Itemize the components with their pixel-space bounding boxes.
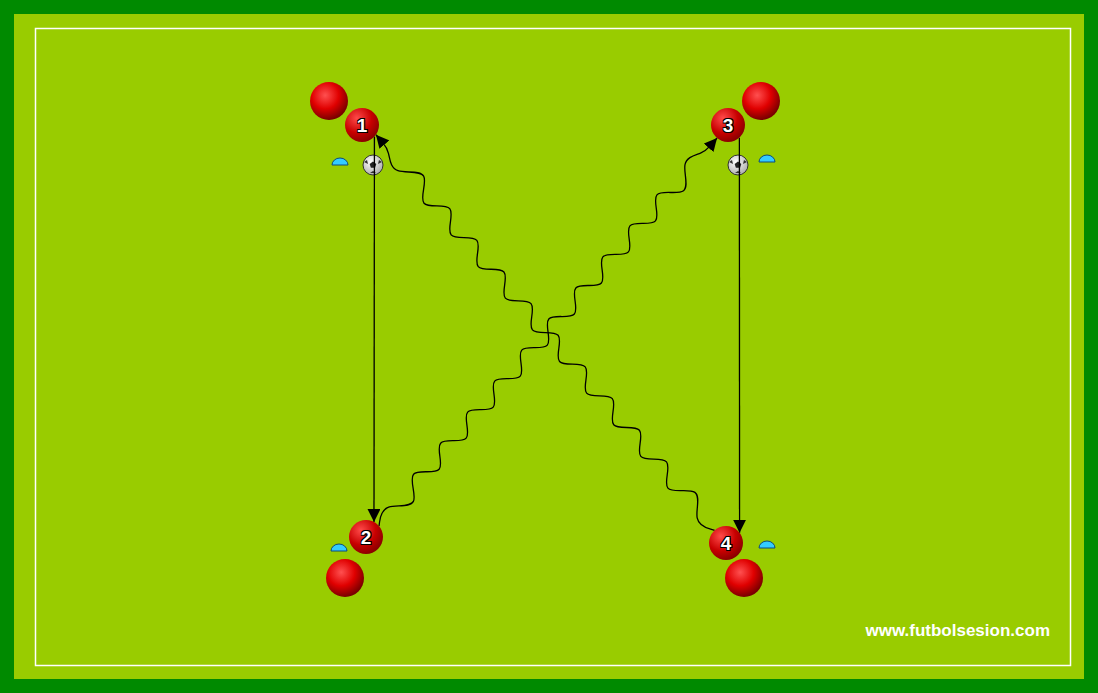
waiting-player bbox=[742, 82, 780, 120]
pass-line bbox=[739, 138, 741, 533]
pass-line bbox=[373, 137, 375, 522]
cone bbox=[331, 544, 347, 551]
ball bbox=[728, 155, 748, 175]
cone bbox=[332, 158, 348, 165]
player-number: 3 bbox=[711, 108, 745, 142]
waiting-player bbox=[310, 82, 348, 120]
player-number-text: 3 bbox=[723, 116, 734, 135]
field bbox=[14, 14, 1084, 679]
cone bbox=[759, 155, 775, 162]
cone bbox=[759, 541, 775, 548]
field-line bbox=[36, 29, 1071, 666]
player-number-text: 4 bbox=[721, 534, 732, 553]
player-number-text: 1 bbox=[357, 116, 368, 135]
player-number: 1 bbox=[345, 108, 379, 142]
player-number-text: 2 bbox=[361, 528, 372, 547]
player-number: 2 bbox=[349, 520, 383, 554]
waiting-player bbox=[326, 559, 364, 597]
player-number: 4 bbox=[709, 526, 743, 560]
ball bbox=[363, 155, 383, 175]
dribble-path bbox=[376, 135, 715, 531]
waiting-player bbox=[725, 559, 763, 597]
watermark: www.futbolsesion.com bbox=[866, 621, 1051, 641]
